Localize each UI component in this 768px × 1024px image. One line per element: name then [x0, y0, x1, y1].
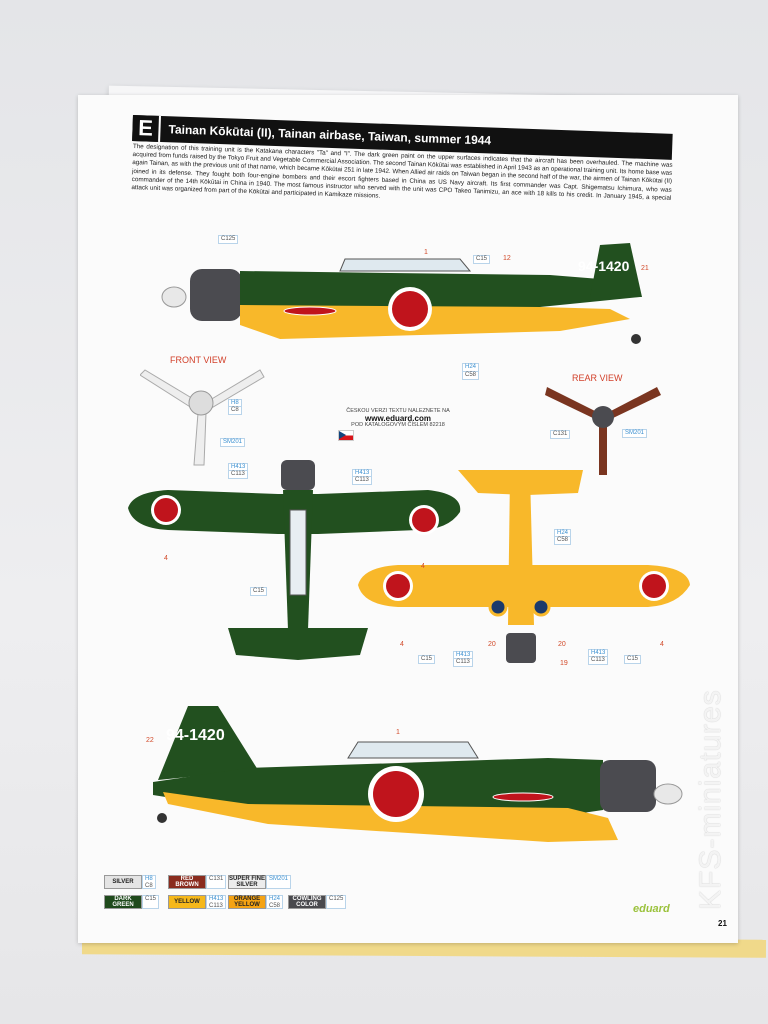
callout-c15-bottom2: C15	[624, 655, 642, 664]
callout-4-top-left: 4	[164, 555, 168, 562]
callout-c131: C131	[550, 430, 571, 439]
profile-letter: E	[132, 115, 161, 142]
legend-item: RED BROWN C131	[168, 875, 227, 889]
front-view-propeller	[140, 369, 265, 466]
legend-item: SUPER FINE SILVER SM201	[228, 875, 292, 889]
legend-c-code: C58	[269, 903, 281, 909]
top-view	[128, 460, 461, 660]
watermark: KFS-miniatures	[694, 689, 727, 910]
callout-c113-top2: C113	[352, 476, 372, 485]
callout-sm201-rear: SM201	[622, 429, 648, 438]
legend-h-code: H8	[145, 876, 153, 882]
legend-item: COWLING COLOR C125	[288, 895, 347, 909]
legend-swatch: YELLOW	[168, 895, 206, 909]
legend-swatch: COWLING COLOR	[288, 895, 326, 909]
callout-c8: C8	[228, 406, 242, 415]
callout-21: 21	[641, 265, 649, 272]
bottom-view	[358, 470, 690, 663]
legend-codes: C15	[142, 895, 160, 909]
profile-title: Tainan Kōkūtai (II), Tainan airbase, Tai…	[168, 122, 492, 148]
fuselage-code-right: 94-1420	[166, 727, 225, 744]
legend-c-code: C131	[209, 876, 224, 882]
legend-codes: SM201	[266, 875, 292, 889]
legend-swatch: DARK GREEN	[104, 895, 142, 909]
legend-codes: C131	[206, 875, 227, 889]
front-view-label: FRONT VIEW	[170, 355, 227, 365]
legend-codes: C125	[326, 895, 347, 909]
czech-note: ČESKOU VERZI TEXTU NALEZNETE NA www.edua…	[333, 408, 463, 441]
callout-4-bottom-left: 4	[400, 641, 404, 648]
legend-swatch: RED BROWN	[168, 875, 206, 889]
czech-note-line2: POD KATALOGOVÝM ČÍSLEM 82218	[351, 422, 445, 428]
callout-12: 12	[503, 255, 511, 262]
czech-flag-icon	[338, 430, 354, 441]
callout-20-left: 20	[488, 641, 496, 648]
rear-view-label: REAR VIEW	[572, 373, 623, 383]
czech-note-line1: ČESKOU VERZI TEXTU NALEZNETE NA	[346, 408, 450, 414]
callout-c15: C15	[473, 255, 491, 264]
callout-sm201-front: SM201	[220, 438, 246, 447]
legend-swatch: SUPER FINE SILVER	[228, 875, 266, 889]
legend-swatch: ORANGE YELLOW	[228, 895, 266, 909]
left-side-view: 94-1420	[161, 243, 642, 344]
eduard-url[interactable]: www.eduard.com	[365, 414, 431, 423]
legend-item: DARK GREEN C15	[104, 895, 160, 909]
eduard-logo: eduard	[633, 903, 670, 915]
callout-c113-bottom2: C113	[588, 656, 608, 665]
callout-4-bottom-right: 4	[660, 641, 664, 648]
legend-swatch: SILVER	[104, 875, 142, 889]
legend-c-code: C15	[145, 896, 157, 902]
callout-c58-bottom: C58	[554, 536, 572, 545]
instruction-page: E Tainan Kōkūtai (II), Tainan airbase, T…	[78, 95, 738, 943]
callout-c113-top: C113	[228, 470, 248, 479]
callout-4-top-right: 4	[421, 563, 425, 570]
page-number: 21	[718, 919, 727, 928]
callout-1: 1	[424, 249, 428, 256]
legend-c-code: C8	[145, 883, 153, 889]
legend-c-code: C125	[329, 896, 344, 902]
fuselage-code: 94-1420	[578, 258, 630, 274]
legend-c-code: C113	[209, 903, 223, 909]
legend-h-code: H24	[269, 896, 281, 902]
callout-1-right: 1	[396, 729, 400, 736]
callout-c113-bottom: C113	[453, 658, 473, 667]
legend-h-code: SM201	[269, 876, 289, 882]
rear-view-propeller	[545, 387, 661, 475]
right-side-view: 94-1420	[153, 706, 683, 842]
callout-19: 19	[560, 660, 568, 667]
callout-c15-bottom: C15	[418, 655, 436, 664]
callout-c125: C125	[218, 235, 239, 244]
callout-20-right: 20	[558, 641, 566, 648]
callout-c15-top: C15	[250, 587, 268, 596]
legend-h-code: H413	[209, 896, 224, 902]
callout-22: 22	[146, 737, 154, 744]
callout-c58: C58	[462, 371, 480, 380]
